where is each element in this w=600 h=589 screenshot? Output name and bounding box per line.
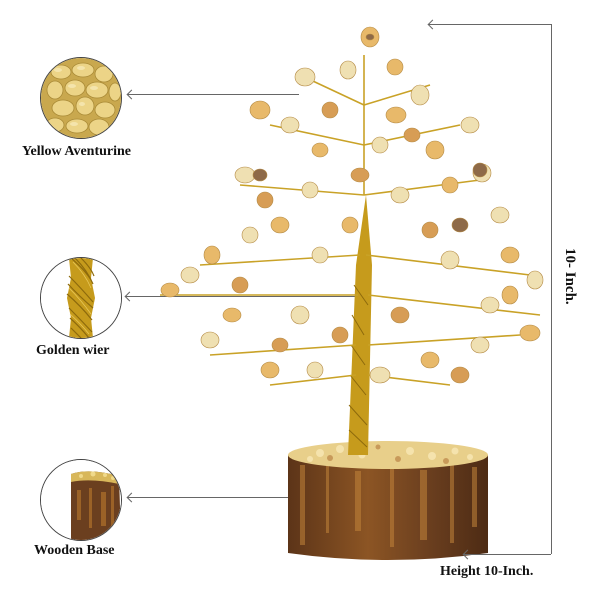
aventurine-closeup <box>40 57 122 139</box>
aventurine-stones-icon <box>41 58 121 138</box>
golden-wire-closeup <box>40 257 122 339</box>
wooden-base <box>288 441 488 560</box>
callout-line-wire <box>125 296 365 297</box>
wooden-base-closeup <box>40 459 122 541</box>
dimension-bottom-line <box>463 554 551 555</box>
gemstone-chips <box>160 26 544 384</box>
arrow-left-icon <box>124 291 135 302</box>
dimension-height-label: Height 10-Inch. <box>440 564 534 579</box>
callout-line-base <box>127 497 299 498</box>
callout-label-wire: Golden wier <box>36 343 110 358</box>
gemstone-tree-image <box>160 26 544 560</box>
callout-label-base: Wooden Base <box>34 543 115 558</box>
arrow-left-icon <box>126 492 137 503</box>
callout-label-aventurine: Yellow Aventurine <box>22 144 132 159</box>
dimension-top-line <box>428 24 551 25</box>
callout-line-aventurine <box>127 94 299 95</box>
dimension-vertical-label: 10- Inch. <box>562 248 578 305</box>
wooden-base-icon <box>41 460 121 540</box>
golden-wire-icon <box>41 258 121 338</box>
arrow-left-icon <box>126 89 137 100</box>
dimension-vertical-line <box>551 24 552 554</box>
